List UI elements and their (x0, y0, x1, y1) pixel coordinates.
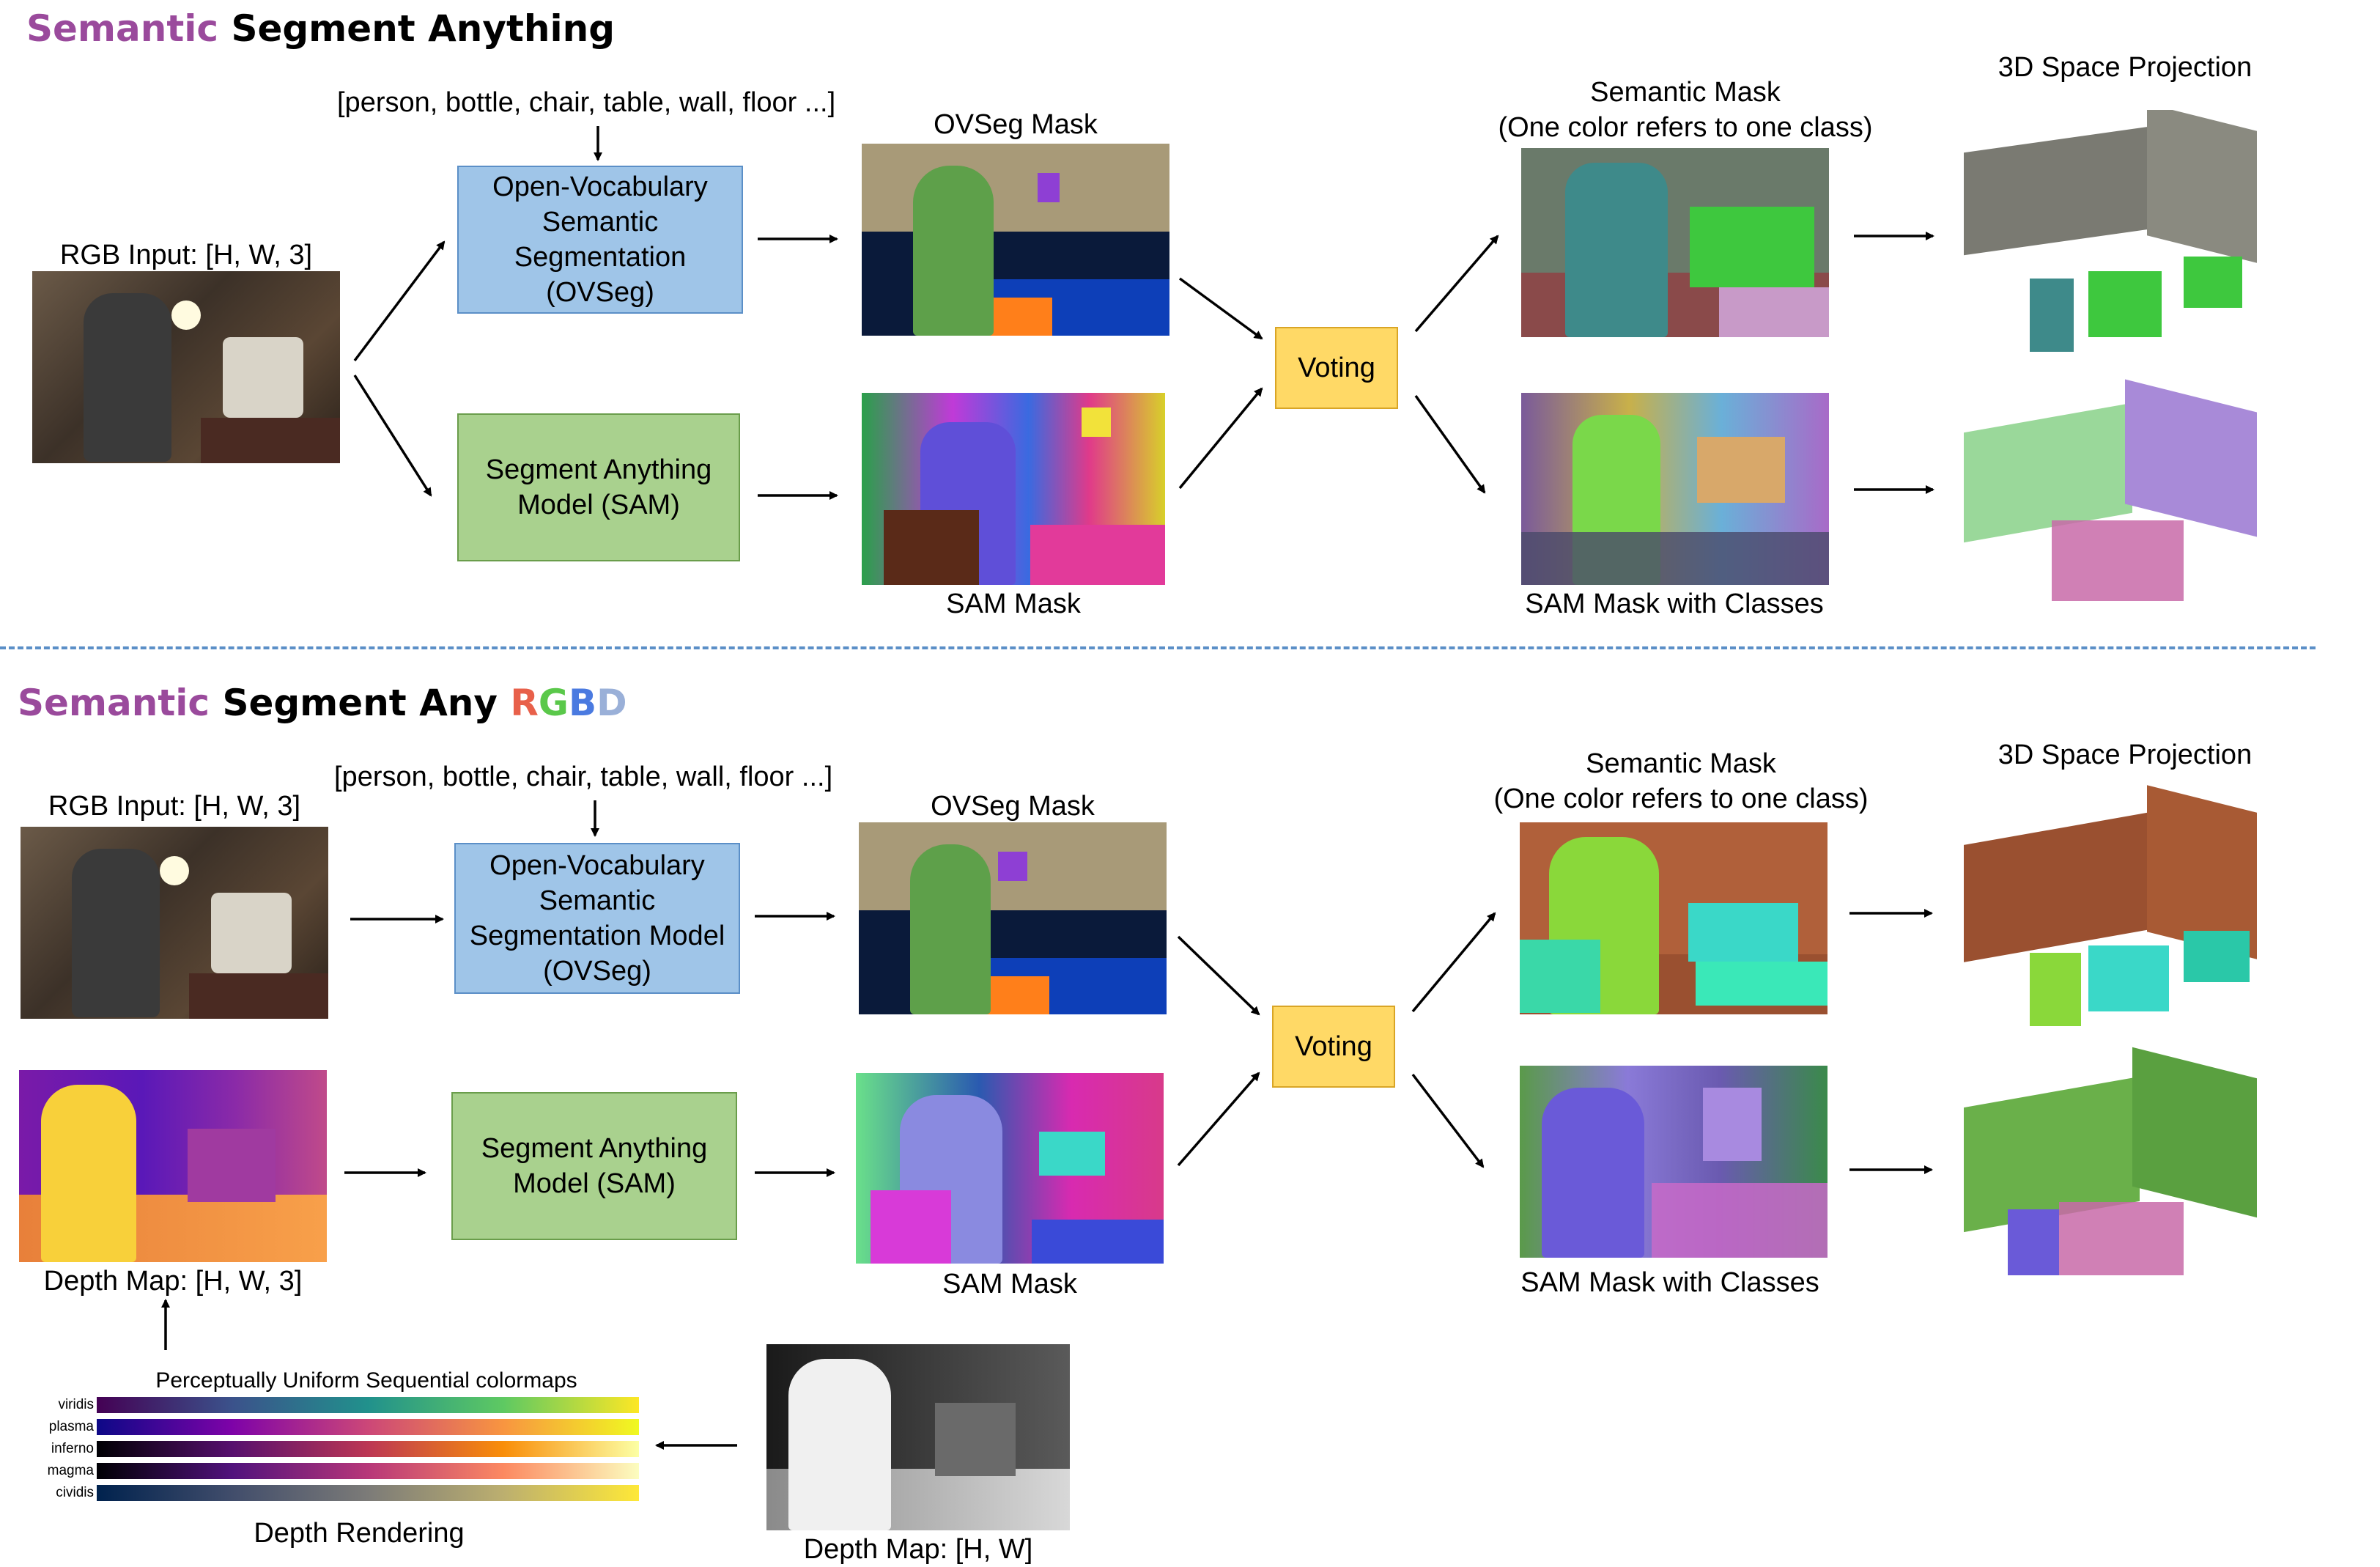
colormap-bar-viridis (97, 1397, 639, 1413)
top-class-list: [person, bottle, chair, table, wall, flo… (337, 87, 836, 118)
bottom-ovseg-mask-image (859, 822, 1167, 1014)
bottom-title-rgbd-logo: RGBD (510, 682, 627, 724)
bottom-semantic-mask-label-1: Semantic Mask (1586, 748, 1776, 779)
bottom-ovseg-box-label: Open-Vocabulary Semantic Segmentation Mo… (469, 850, 725, 987)
rgbd-r: R (510, 682, 539, 724)
bottom-title: Semantic Segment Any RGBD (18, 682, 627, 724)
top-ovseg-box: Open-Vocabulary Semantic Segmentation (O… (457, 166, 743, 314)
colormap-bar-plasma (97, 1419, 639, 1435)
bottom-projection-image-1 (1964, 784, 2272, 1033)
rgbd-g: G (538, 682, 569, 724)
colormap-name-viridis: viridis (58, 1397, 94, 1412)
colormap-bar-cividis (97, 1485, 639, 1501)
top-semantic-mask-image (1521, 148, 1829, 337)
bottom-sam-mask-classes-image (1520, 1066, 1828, 1258)
bottom-sam-mask-label: SAM Mask (942, 1269, 1077, 1299)
colormap-bar-magma (97, 1463, 639, 1479)
top-rgb-input-image (32, 271, 340, 463)
top-sam-box: Segment Anything Model (SAM) (457, 413, 740, 561)
depth-map-gray-label: Depth Map: [H, W] (803, 1534, 1033, 1565)
top-sam-mask-classes-label: SAM Mask with Classes (1525, 589, 1824, 619)
top-sam-mask-classes-image (1521, 393, 1829, 585)
top-ovseg-mask-label: OVSeg Mask (934, 109, 1098, 140)
bottom-sam-mask-classes-label: SAM Mask with Classes (1520, 1267, 1819, 1298)
bottom-projection-label: 3D Space Projection (1998, 740, 2252, 770)
top-projection-image-1 (1964, 110, 2272, 359)
top-voting-box[interactable]: Voting (1275, 327, 1398, 409)
colormap-bar-inferno (97, 1441, 639, 1457)
top-sam-box-label: Segment Anything Model (SAM) (485, 454, 712, 520)
rgbd-d: D (596, 682, 627, 724)
bottom-projection-image-2 (1964, 1041, 2272, 1290)
colormap-name-cividis: cividis (56, 1485, 94, 1500)
bottom-voting-box[interactable]: Voting (1272, 1006, 1395, 1088)
top-rgb-input-label: RGB Input: [H, W, 3] (59, 240, 313, 270)
bottom-class-list: [person, bottle, chair, table, wall, flo… (334, 762, 833, 792)
top-sam-mask-image (862, 393, 1165, 585)
bottom-ovseg-mask-label: OVSeg Mask (931, 791, 1095, 822)
bottom-rgb-input-label: RGB Input: [H, W, 3] (48, 791, 301, 822)
bottom-ovseg-box: Open-Vocabulary Semantic Segmentation Mo… (454, 843, 740, 994)
colormap-title: Perceptually Uniform Sequential colormap… (155, 1368, 577, 1393)
bottom-voting-label: Voting (1295, 1031, 1372, 1062)
depth-map-gray-image (766, 1344, 1070, 1530)
section-divider (0, 646, 2316, 649)
top-semantic-mask-label-1: Semantic Mask (1590, 77, 1781, 108)
colormap-name-inferno: inferno (51, 1441, 94, 1456)
bottom-semantic-mask-label-2: (One color refers to one class) (1493, 784, 1869, 814)
top-title: Semantic Segment Anything (26, 7, 615, 50)
top-title-rest: Segment Anything (231, 7, 616, 50)
top-sam-mask-label: SAM Mask (946, 589, 1081, 619)
top-semantic-mask-label-2: (One color refers to one class) (1498, 112, 1873, 143)
bottom-semantic-mask-image (1520, 822, 1828, 1014)
bottom-depth-map-color-image (19, 1070, 327, 1262)
bottom-title-rest: Segment Any (222, 682, 498, 724)
bottom-title-semantic: Semantic (18, 682, 210, 724)
top-projection-image-2 (1964, 374, 2272, 616)
top-voting-label: Voting (1298, 353, 1375, 383)
bottom-sam-box-label: Segment Anything Model (SAM) (481, 1133, 708, 1199)
top-ovseg-mask-image (862, 144, 1169, 336)
bottom-sam-mask-image (856, 1073, 1164, 1264)
bottom-rgb-input-image (21, 827, 328, 1019)
bottom-depth-map-3-label: Depth Map: [H, W, 3] (43, 1266, 303, 1297)
top-ovseg-box-label: Open-Vocabulary Semantic Segmentation (O… (492, 172, 708, 308)
top-title-semantic: Semantic (26, 7, 219, 50)
rgbd-b: B (568, 682, 597, 724)
colormap-name-plasma: plasma (48, 1419, 94, 1434)
colormap-name-magma: magma (47, 1463, 94, 1478)
bottom-sam-box: Segment Anything Model (SAM) (451, 1092, 737, 1240)
top-projection-label: 3D Space Projection (1998, 52, 2252, 83)
depth-rendering-label: Depth Rendering (254, 1518, 465, 1549)
